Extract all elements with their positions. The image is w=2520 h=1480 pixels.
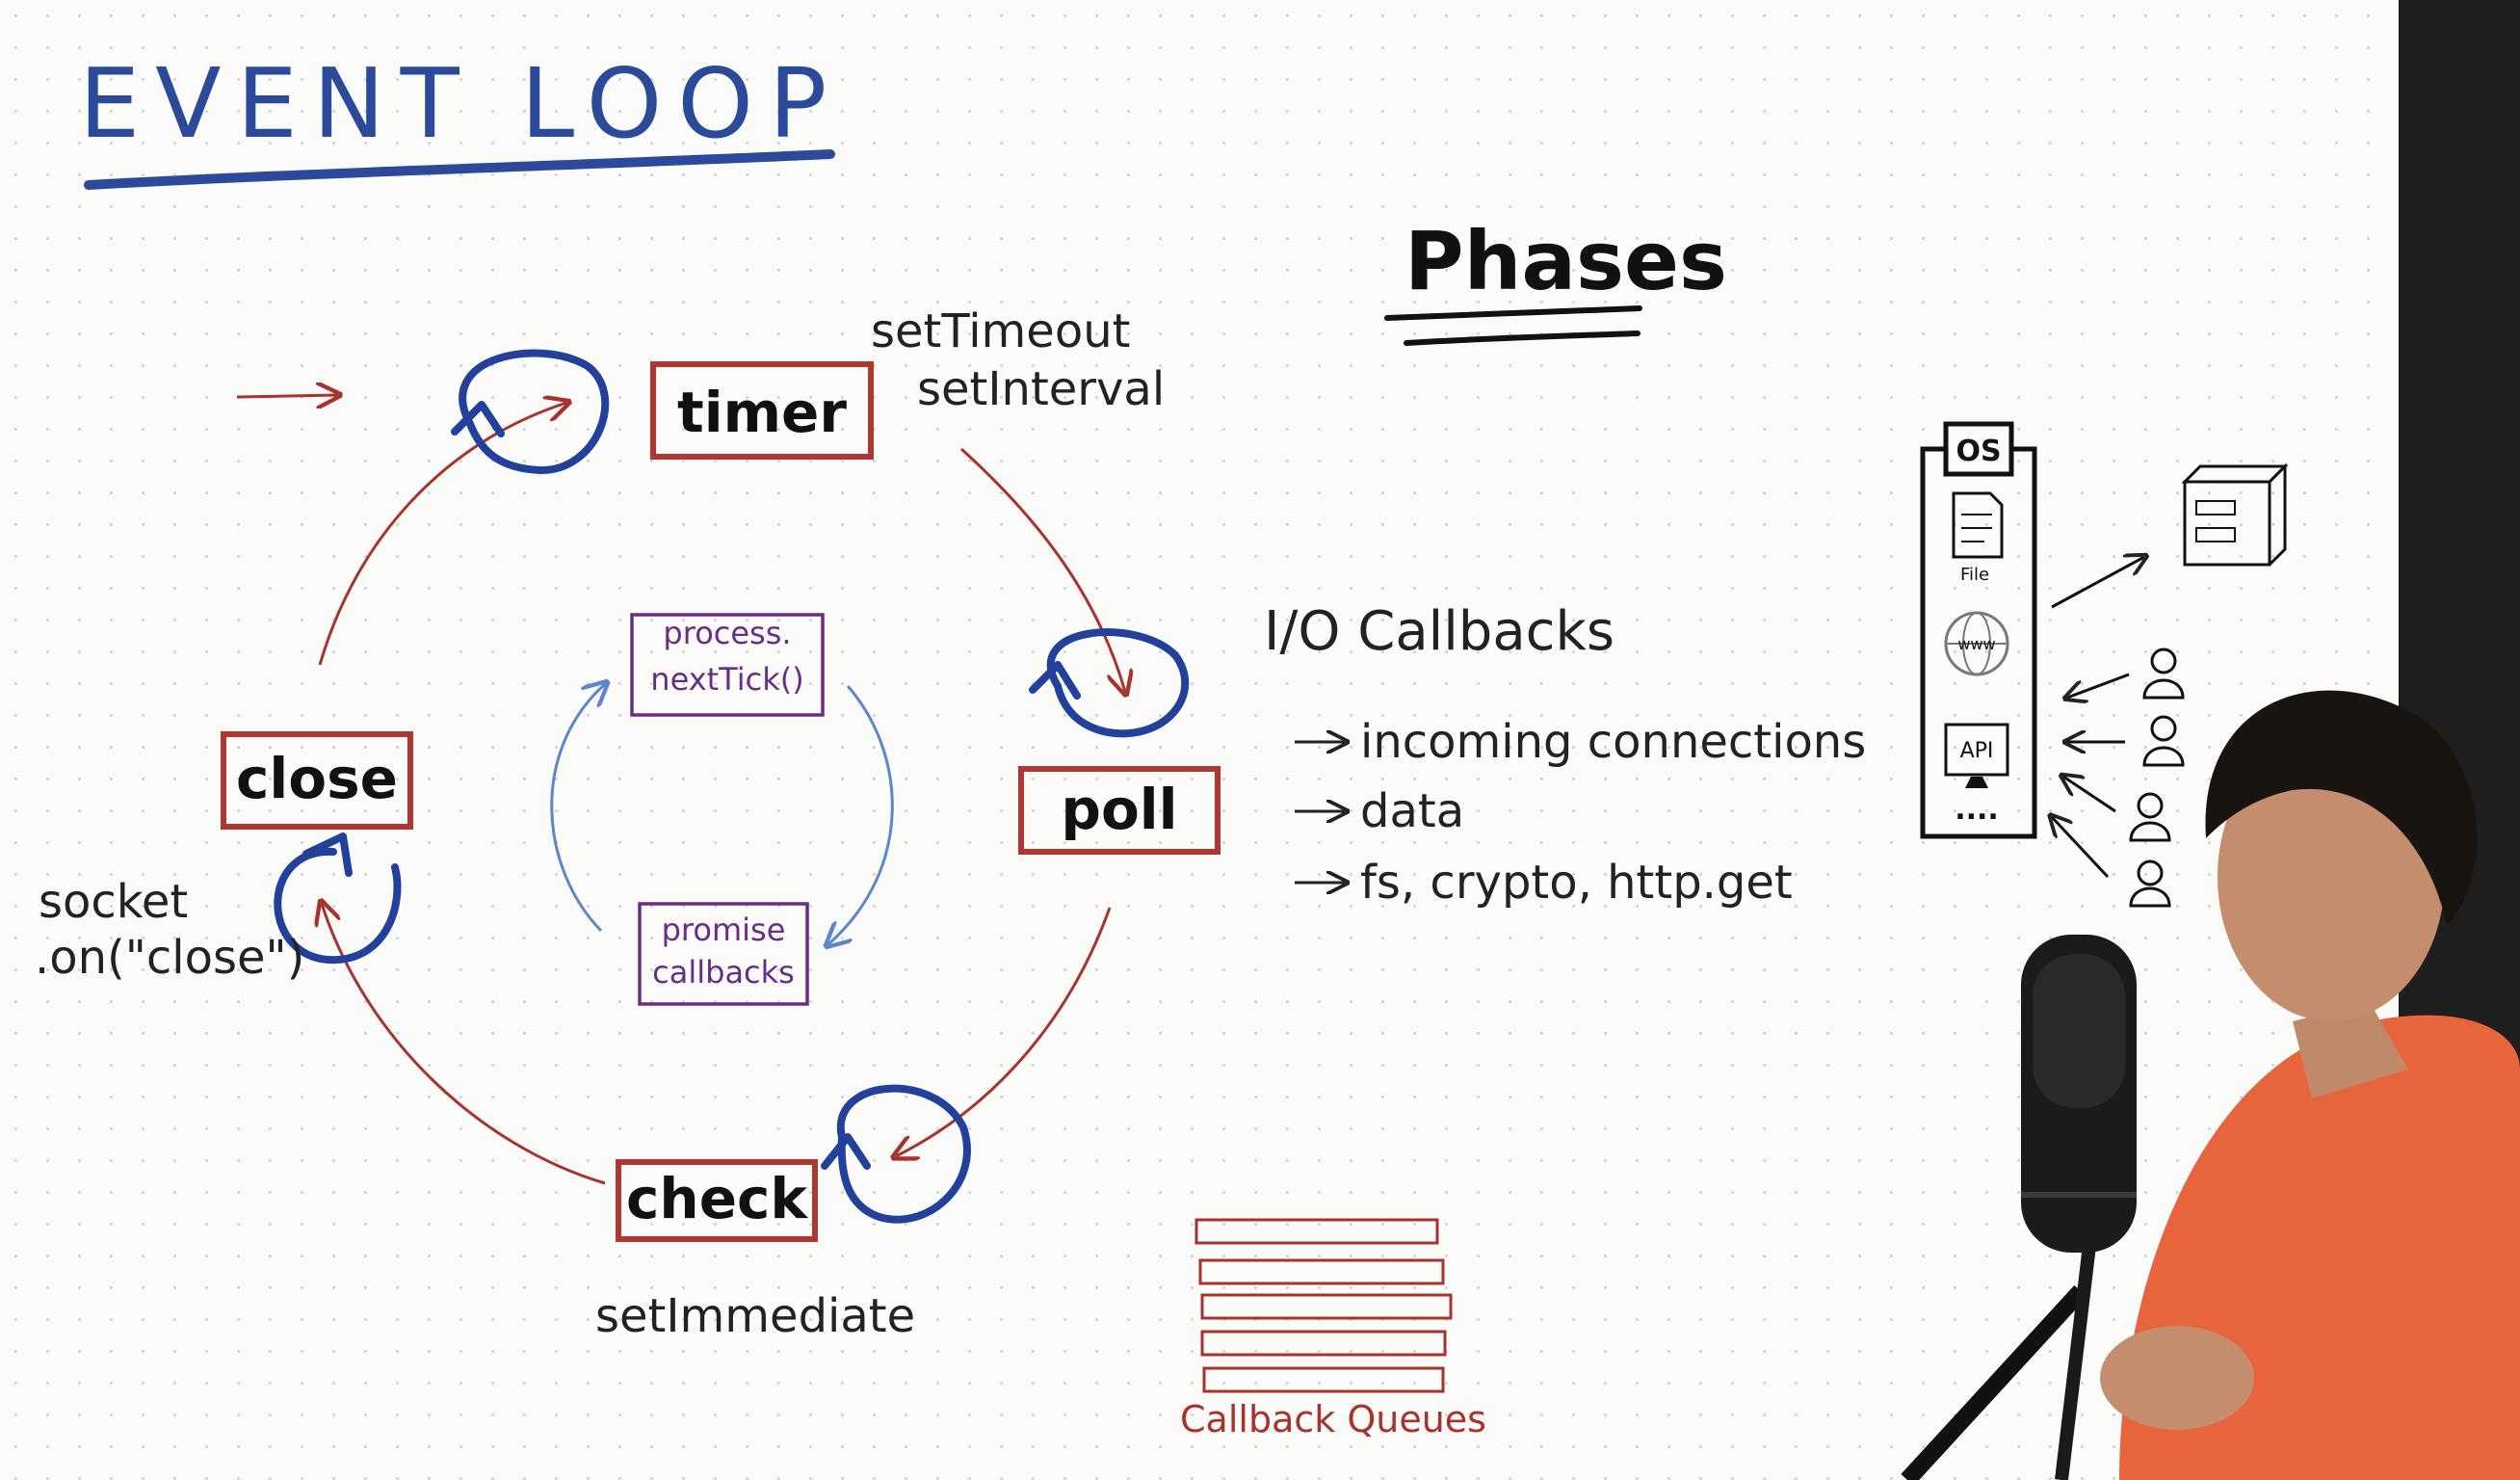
event-loop-diagram: EVENT LOOP Phases timer poll check [35, 47, 2289, 1440]
io-item-3-label: fs, crypto, http.get [1360, 856, 1793, 910]
user-icon-2 [2142, 715, 2185, 767]
close-label: close [236, 746, 398, 811]
entry-arrow [236, 395, 337, 397]
next-tick-line1: process. [663, 615, 791, 651]
close-note-line1: socket [39, 875, 188, 929]
check-microtask-loop [821, 1084, 971, 1224]
database-icon [2181, 462, 2289, 567]
io-item-3: fs, crypto, http.get [1295, 856, 1793, 910]
close-microtask-loop [274, 832, 402, 965]
check-phase-box: check [616, 1159, 818, 1242]
user-icon-4 [2129, 859, 2171, 908]
user-icon-1 [2142, 648, 2185, 700]
user-arrow-4 [2052, 817, 2110, 879]
user-arrow-1 [2067, 673, 2130, 698]
check-label: check [626, 1166, 808, 1231]
presenter-video [1901, 690, 2520, 1480]
callback-queues-label: Callback Queues [1180, 1398, 1486, 1440]
phases-heading: Phases [1404, 214, 1727, 308]
timer-phase-box: timer [650, 361, 874, 460]
file-label: File [1960, 565, 1989, 585]
phases-underline-1 [1384, 305, 1642, 321]
timer-microtask-loop [451, 349, 610, 475]
mic-stand [1901, 1284, 2087, 1480]
promise-line1: promise [662, 912, 786, 948]
io-item-2: data [1295, 784, 1464, 838]
io-heading: I/O Callbacks [1264, 600, 1614, 663]
io-item-2-label: data [1360, 784, 1464, 838]
presenter-hand [2100, 1326, 2254, 1430]
promise-callbacks-box: promise callbacks [638, 902, 809, 1006]
user-arrow-3 [2063, 777, 2116, 813]
file-icon [1952, 491, 2004, 559]
check-note: setImmediate [595, 1289, 915, 1343]
io-item-1-label: incoming connections [1360, 715, 1866, 769]
poll-microtask-loop [1029, 628, 1190, 738]
api-monitor-icon [1944, 723, 2009, 788]
os-panel: OS File www API .... [1920, 421, 2037, 839]
poll-phase-box: poll [1018, 766, 1221, 855]
arc-poll-to-check [896, 907, 1112, 1156]
arc-timer-to-poll [959, 447, 1125, 692]
arc-check-to-close [322, 904, 606, 1185]
poll-label: poll [1061, 777, 1177, 842]
title-underline [84, 149, 835, 190]
api-label: API [1960, 739, 1994, 763]
more-dots: .... [1955, 793, 1999, 827]
timer-label: timer [677, 380, 847, 445]
os-label: OS [1956, 435, 2001, 468]
next-tick-line2: nextTick() [650, 661, 803, 698]
close-note-line2: .on("close") [35, 931, 304, 985]
close-phase-box: close [221, 731, 413, 830]
promise-line2: callbacks [652, 954, 795, 991]
os-to-database-arrow [2051, 557, 2144, 609]
arc-nexttick-to-promise [828, 685, 894, 944]
user-icon-3 [2129, 792, 2171, 842]
globe-icon [1944, 611, 2009, 676]
www-label: www [1957, 635, 1995, 653]
phases-underline-2 [1404, 330, 1641, 346]
io-item-1: incoming connections [1295, 715, 1866, 769]
presenter-hair [2205, 690, 2478, 925]
page-title: EVENT LOOP [79, 47, 842, 160]
next-tick-box: process. nextTick() [630, 613, 825, 717]
timer-note-line2: setInterval [917, 362, 1165, 416]
timer-note-line1: setTimeout [871, 304, 1130, 358]
arc-promise-to-nexttick [550, 684, 605, 933]
whiteboard [0, 0, 2399, 1480]
callback-queues-stack [1194, 1218, 1453, 1393]
arc-close-to-timer [318, 403, 566, 666]
